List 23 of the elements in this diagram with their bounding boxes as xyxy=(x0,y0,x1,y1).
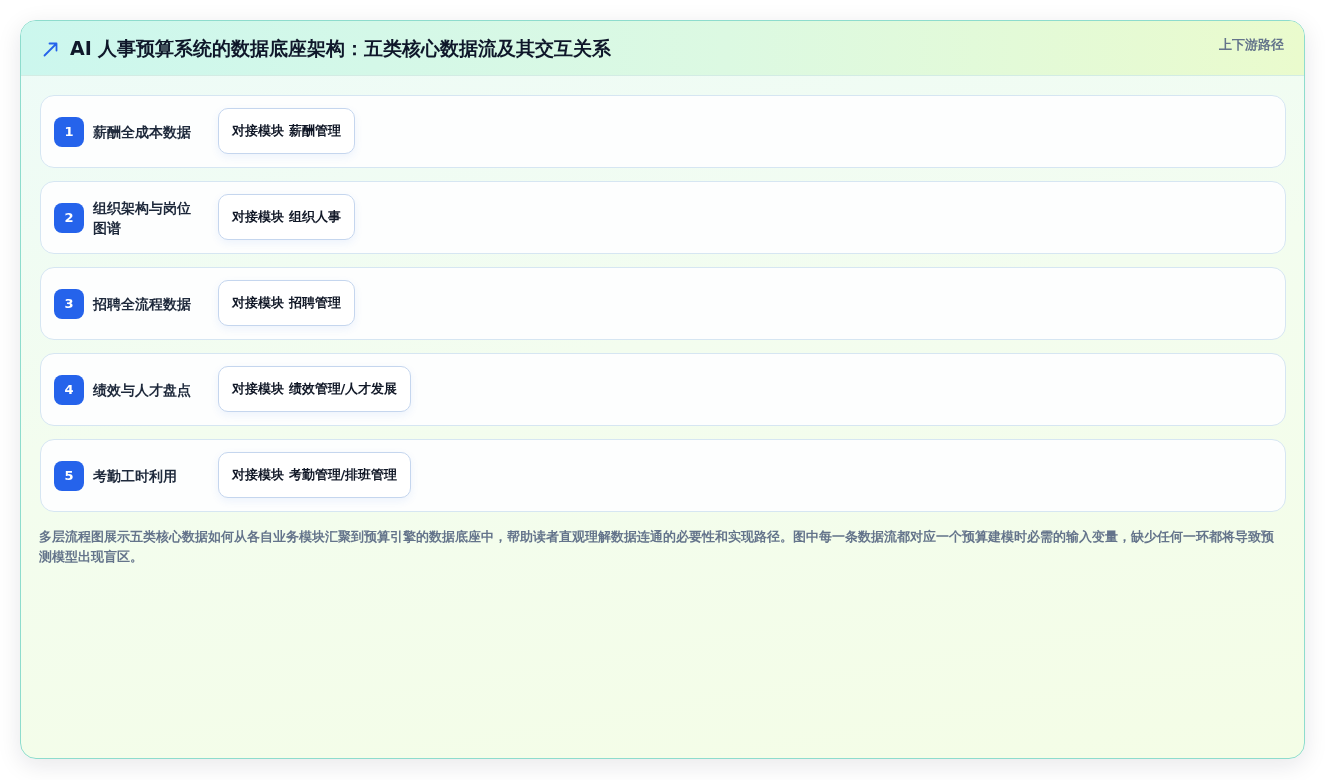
caption-text: 多层流程图展示五类核心数据如何从各自业务模块汇聚到预算引擎的数据底座中，帮助读者直观理解数据连通的必要性和实现路径。图中每一条数据流都对应一个预算建模时必需的输入变量，缺少任何一环都将导致预测模型出现盲区。 xyxy=(39,528,1275,566)
data-row xyxy=(40,181,1286,254)
number-badge: 3 xyxy=(54,289,84,319)
row-title: 考勤工时利用 xyxy=(93,466,178,486)
corner-label: 上下游路径 xyxy=(1219,36,1284,54)
module-box: 对接模块 绩效管理/人才发展 xyxy=(218,366,412,412)
module-box: 对接模块 招聘管理 xyxy=(218,280,355,326)
data-row xyxy=(40,267,1286,340)
data-row xyxy=(40,95,1286,168)
number-badge: 4 xyxy=(54,375,84,405)
row-title: 组织架构与岗位图谱 xyxy=(93,198,192,238)
row-title: 薪酬全成本数据 xyxy=(93,122,192,142)
number-badge: 5 xyxy=(54,461,84,491)
module-box: 对接模块 组织人事 xyxy=(218,194,355,240)
number-badge: 2 xyxy=(54,203,84,233)
row-title: 绩效与人才盘点 xyxy=(93,380,192,400)
row-title: 招聘全流程数据 xyxy=(93,294,192,314)
module-box: 对接模块 考勤管理/排班管理 xyxy=(218,452,412,498)
number-badge: 1 xyxy=(54,117,84,147)
data-row xyxy=(40,439,1286,512)
diagram-title: AI 人事预算系统的数据底座架构：五类核心数据流及其交互关系 xyxy=(70,36,612,61)
data-row xyxy=(40,353,1286,426)
module-box: 对接模块 薪酬管理 xyxy=(218,108,355,154)
